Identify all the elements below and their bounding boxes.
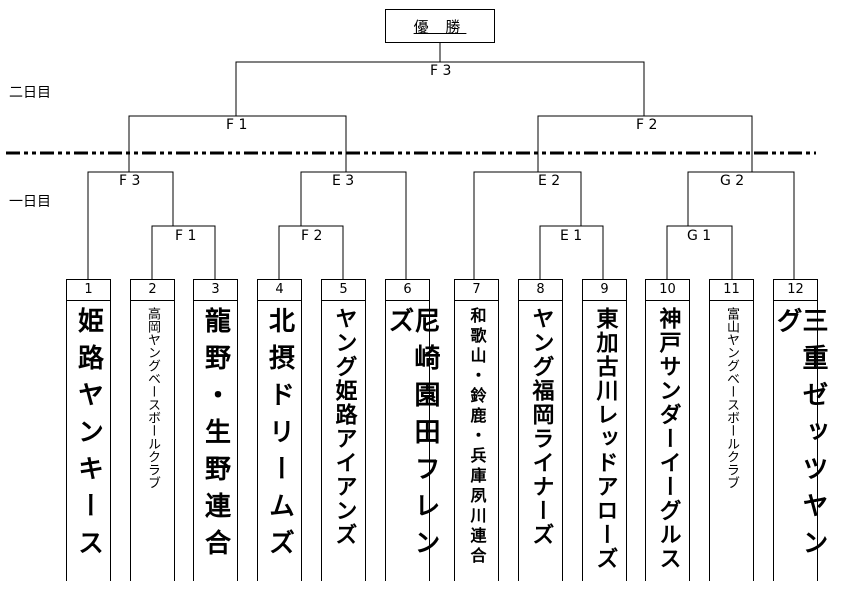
r1-f2-connector <box>278 225 344 279</box>
team-entry: 4 北摂ドリームズ <box>257 279 302 581</box>
team-name: 尼崎園田フレンズ <box>384 307 440 566</box>
team-entry: 5 ヤング姫路アイアンズ <box>321 279 366 581</box>
team-name: 北摂ドリームズ <box>264 307 295 566</box>
team-name: 神戸サンダーイーグルス <box>655 307 681 571</box>
match-label-e3: E 3 <box>332 173 354 189</box>
qf-e2-connector <box>473 171 582 279</box>
qf-e3-connector <box>300 171 407 279</box>
team-entry: 7 和歌山・鈴鹿・兵庫夙川連合 <box>454 279 499 581</box>
bracket-lines: F 3 F 1 F 2 F 3 E 3 E 2 G 2 F 1 F 2 E 1 … <box>6 43 816 279</box>
qf-f3-connector <box>87 171 174 279</box>
match-label-g2: G 2 <box>720 173 744 189</box>
r1-f1-connector <box>151 225 216 279</box>
team-number: 10 <box>646 280 689 301</box>
team-name: 姫路ヤンキース <box>73 307 104 566</box>
team-number: 8 <box>519 280 562 301</box>
team-number: 4 <box>258 280 301 301</box>
team-number: 6 <box>386 280 429 301</box>
team-number: 3 <box>194 280 237 301</box>
match-label-f2: F 2 <box>636 117 657 133</box>
team-entry: 3 龍野・生野連合 <box>193 279 238 581</box>
team-name: 三重ゼッツヤング <box>772 307 828 566</box>
match-label-f3-final: F 3 <box>430 63 451 79</box>
team-number: 12 <box>774 280 817 301</box>
team-number: 2 <box>131 280 174 301</box>
match-label-f2-r1: F 2 <box>301 228 322 244</box>
team-entry: 1 姫路ヤンキース <box>66 279 111 581</box>
day-two-label: 二日目 <box>9 85 51 101</box>
team-number: 11 <box>710 280 753 301</box>
match-label-e1: E 1 <box>560 228 582 244</box>
semi-right-connector <box>537 115 753 172</box>
r1-g1-connector <box>666 225 733 279</box>
team-number: 7 <box>455 280 498 301</box>
team-name: 和歌山・鈴鹿・兵庫夙川連合 <box>467 307 487 567</box>
match-label-f1: F 1 <box>226 117 247 133</box>
team-entry: 8 ヤング福岡ライナーズ <box>518 279 563 581</box>
team-name: ヤング福岡ライナーズ <box>528 307 554 547</box>
team-name: 龍野・生野連合 <box>200 307 231 566</box>
match-label-f3: F 3 <box>119 173 140 189</box>
team-name: 東加古川レッドアローズ <box>592 307 618 571</box>
day-one-label: 一日目 <box>9 194 51 210</box>
match-label-g1: G 1 <box>687 228 711 244</box>
final-connector <box>235 61 645 116</box>
qf-g2-connector <box>687 171 795 279</box>
r1-e1-connector <box>539 225 604 279</box>
semi-left-connector <box>128 115 347 172</box>
team-entry: 12 三重ゼッツヤング <box>772 279 828 581</box>
team-entry: 10 神戸サンダーイーグルス <box>645 279 690 581</box>
team-name: 富山ヤングベースボールクラブ <box>724 307 739 489</box>
match-label-e2: E 2 <box>538 173 560 189</box>
team-entry: 2 高岡ヤングベースボールクラブ <box>130 279 175 581</box>
team-entry: 9 東加古川レッドアローズ <box>582 279 627 581</box>
team-number: 1 <box>67 280 110 301</box>
team-name: ヤング姫路アイアンズ <box>331 307 357 547</box>
team-number: 9 <box>583 280 626 301</box>
champion-box: 優 勝 <box>385 9 495 43</box>
match-label-f1-r1: F 1 <box>175 228 196 244</box>
team-number: 5 <box>322 280 365 301</box>
team-entry: 6 尼崎園田フレンズ <box>384 279 440 581</box>
team-name: 高岡ヤングベースボールクラブ <box>145 307 160 489</box>
team-entry: 11 富山ヤングベースボールクラブ <box>709 279 754 581</box>
